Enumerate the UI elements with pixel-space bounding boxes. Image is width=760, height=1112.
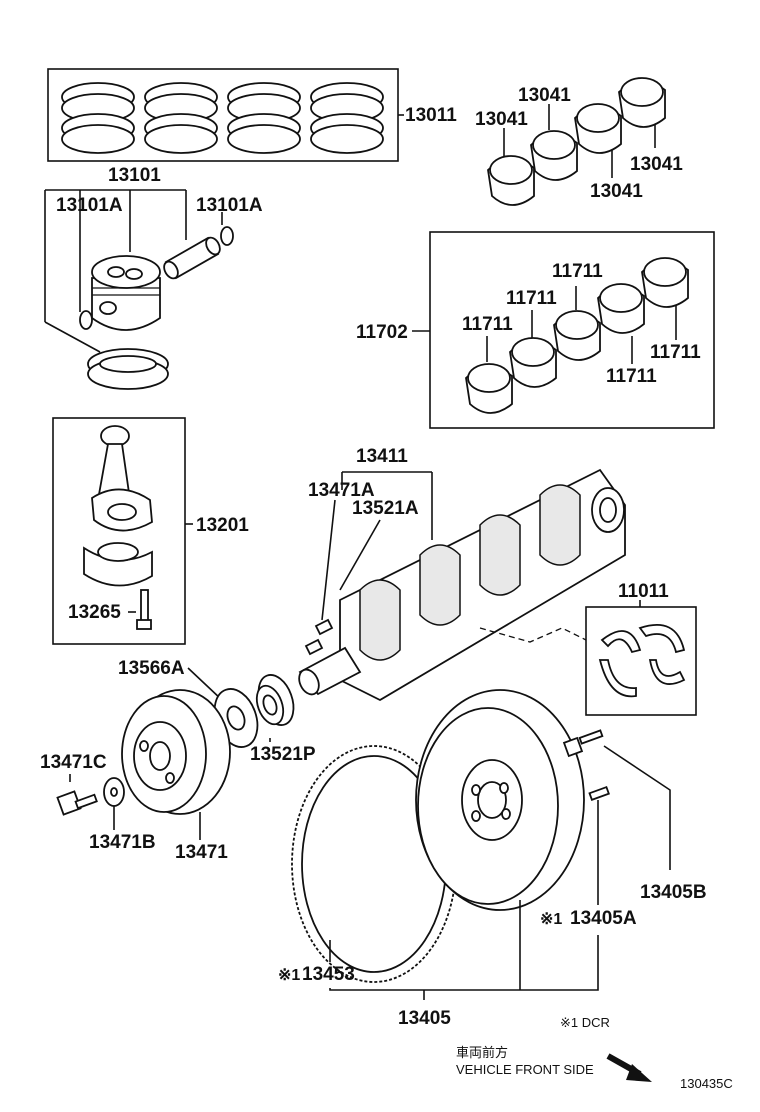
label-13521A[interactable]: 13521A: [352, 498, 419, 519]
label-11711-top[interactable]: 11711: [552, 261, 603, 282]
conrod-bearings-group[interactable]: 13041 13041 13041 13041: [475, 77, 683, 206]
snap-ring-right-icon: [220, 226, 234, 246]
crank-key-2-icon: [304, 638, 324, 656]
ring-gear-icon: [291, 745, 457, 983]
main-bearing-shell-3-icon: [553, 310, 601, 361]
label-13405A[interactable]: 13405A: [570, 908, 637, 929]
thrust-washer-right-icon: [638, 624, 686, 685]
connecting-rod-icon: [91, 425, 153, 532]
pulley-bolt-icon: [56, 790, 98, 816]
label-13041-right[interactable]: 13041: [630, 154, 683, 175]
flywheel-icon: [415, 689, 585, 911]
label-13471[interactable]: 13471: [175, 842, 228, 863]
vehicle-front-jp: 車両前方: [456, 1045, 508, 1060]
main-bearing-shell-4-icon: [597, 283, 645, 334]
flywheel-pin-icon: [588, 785, 610, 801]
front-arrow-icon: [606, 1053, 652, 1082]
thrust-washer-left-icon: [598, 630, 642, 698]
label-13471A[interactable]: 13471A: [308, 480, 375, 501]
label-11011[interactable]: 11011: [618, 581, 669, 602]
flywheel-bolt-icon: [562, 729, 604, 758]
label-13101A-left[interactable]: 13101A: [56, 195, 123, 216]
vehicle-front-en: VEHICLE FRONT SIDE: [456, 1062, 594, 1077]
label-13405[interactable]: 13405: [398, 1008, 451, 1029]
snap-ring-left-icon: [79, 310, 93, 330]
piston-group[interactable]: 13101 13101A 13101A: [44, 165, 263, 390]
label-13265[interactable]: 13265: [68, 602, 121, 623]
bearing-shell-1-icon: [487, 155, 535, 206]
label-13041-bottom[interactable]: 13041: [590, 181, 643, 202]
diagram-code: 130435C: [680, 1076, 733, 1091]
bearing-shell-4-icon: [618, 77, 666, 128]
connecting-rod-group[interactable]: 13201 13265: [52, 417, 249, 645]
crank-key-icon: [314, 618, 334, 636]
label-11711-left[interactable]: 11711: [462, 314, 513, 335]
mark-13405A: ※1: [540, 911, 562, 928]
mark-13453: ※1: [278, 967, 300, 984]
rod-cap-icon: [83, 542, 153, 587]
piston-rings-group[interactable]: 13011: [47, 68, 457, 162]
main-bearing-shell-2-icon: [509, 337, 557, 388]
piston-skirt-ring-icon: [87, 348, 169, 390]
thrust-washers-box: [585, 606, 697, 716]
bearing-shell-3-icon: [574, 103, 622, 154]
label-13041-left[interactable]: 13041: [475, 109, 528, 130]
label-13101A-right[interactable]: 13101A: [196, 195, 263, 216]
piston-ring-set-3: [227, 82, 301, 154]
crank-pulley-group[interactable]: 13471C 13471B 13471: [40, 689, 231, 863]
piston-pin-icon: [163, 236, 221, 280]
main-bearing-shell-5-icon: [641, 257, 689, 308]
thrust-washers-group[interactable]: 11011: [479, 581, 697, 716]
piston-ring-set-2: [144, 82, 218, 154]
label-11711-mid[interactable]: 11711: [506, 288, 557, 309]
label-13471C[interactable]: 13471C: [40, 752, 107, 773]
label-11711-bottom[interactable]: 11711: [606, 366, 657, 387]
label-13566A[interactable]: 13566A: [118, 658, 185, 679]
main-bearing-shell-1-icon: [465, 363, 513, 414]
label-11711-right[interactable]: 11711: [650, 342, 701, 363]
flywheel-group[interactable]: 13405B ※1 13405A ※1 13453 13405: [278, 689, 707, 1029]
dcr-note: ※1 DCR: [560, 1015, 610, 1030]
crankshaft-icon: [298, 468, 626, 702]
label-13471B[interactable]: 13471B: [89, 832, 156, 853]
label-13041-top[interactable]: 13041: [518, 85, 571, 106]
piston-ring-set-4: [310, 82, 384, 154]
main-bearings-box: [429, 231, 715, 429]
bearing-shell-2-icon: [530, 130, 578, 181]
label-13411[interactable]: 13411: [356, 446, 408, 467]
piston-icon: [91, 255, 161, 331]
timing-gear-group[interactable]: 13566A 13521P: [118, 658, 316, 765]
main-bearings-group[interactable]: 11702 11711 11711 11711 11711 11711: [356, 231, 715, 429]
connecting-rod-box: [52, 417, 186, 645]
crank-pulley-icon: [121, 689, 231, 815]
label-13101[interactable]: 13101: [108, 165, 161, 186]
label-13201[interactable]: 13201: [196, 515, 249, 536]
crankshaft-group[interactable]: 13411 13471A 13521A: [295, 446, 626, 702]
label-13011[interactable]: 13011: [405, 105, 457, 126]
label-13521P[interactable]: 13521P: [250, 744, 316, 765]
label-13453[interactable]: 13453: [302, 964, 355, 985]
piston-ring-set-1: [61, 82, 135, 154]
label-11702[interactable]: 11702: [356, 322, 408, 343]
label-13405B[interactable]: 13405B: [640, 882, 707, 903]
crank-sprocket-icon: [255, 674, 295, 726]
rod-bolt-icon: [136, 589, 152, 630]
pulley-washer-icon: [103, 777, 125, 807]
